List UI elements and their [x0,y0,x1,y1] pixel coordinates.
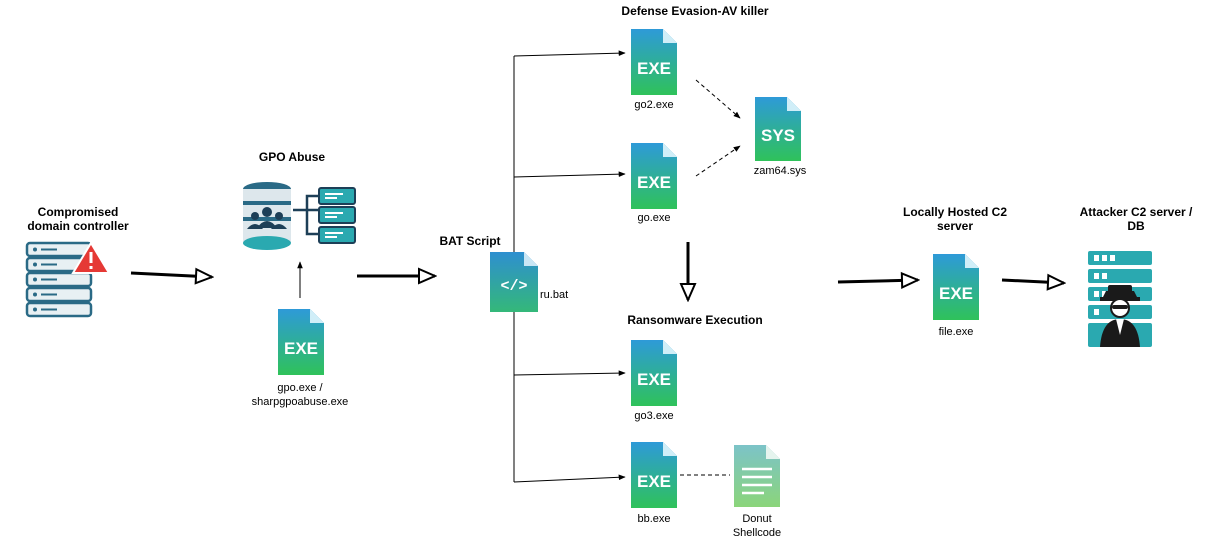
arrow-c2-to-localc2 [837,280,918,282]
sys-file-icon-zam64: SYS [755,97,801,161]
title-attacker-c2: Attacker C2 server / DB [1079,205,1193,233]
sys-badge: SYS [761,126,795,145]
gpo-database-users-icon [243,182,356,250]
label-go2-exe: go2.exe [634,99,674,111]
branch-go [513,171,626,178]
label-gpo-exe: gpo.exe / sharpgpoabuse.exe [251,382,349,408]
branch-go3 [513,370,626,376]
label-ru-bat: ru.bat [540,289,569,301]
exe-file-icon-go: EXE [631,143,677,209]
title-bat-script: BAT Script [439,234,501,248]
label-go3-exe: go3.exe [634,410,674,422]
title-gpo-abuse: GPO Abuse [258,150,326,164]
branch-bb [513,474,626,483]
exe-badge: EXE [284,339,318,358]
label-zam64-sys: zam64.sys [753,165,807,177]
arrow-dc-to-gpo [130,273,212,277]
exe-badge: EXE [637,370,671,389]
label-file-exe: file.exe [938,326,974,338]
attacker-server-hacker-icon [1088,251,1152,347]
exe-file-icon-go3: EXE [631,340,677,406]
title-compromised-dc: Compromised domain controller [27,205,129,233]
label-go-exe: go.exe [637,212,671,224]
title-ransomware-execution: Ransomware Execution [627,313,763,327]
exe-badge: EXE [939,284,973,303]
exe-file-icon-go2: EXE [631,29,677,95]
dash-go-to-sys [695,145,741,177]
connectors [130,50,1064,483]
arrow-localc2-to-attacker [1001,280,1064,283]
code-badge: </> [500,278,527,295]
exe-badge: EXE [637,472,671,491]
exe-file-icon-bb: EXE [631,442,677,508]
title-local-c2: Locally Hosted C2 server [902,205,1008,233]
dash-go2-to-sys [695,79,741,119]
document-icon-donut [734,445,780,507]
exe-badge: EXE [637,59,671,78]
title-defense-evasion: Defense Evasion-AV killer [621,4,769,18]
label-bb-exe: bb.exe [637,513,671,525]
exe-file-icon-gpo: EXE [278,309,324,375]
exe-file-icon-local-c2: EXE [933,254,979,320]
branch-go2 [513,50,626,57]
label-donut-shellcode: Donut Shellcode [732,513,782,539]
code-file-icon-bat: </> [490,252,538,312]
exe-badge: EXE [637,173,671,192]
server-warning-icon [25,241,111,318]
